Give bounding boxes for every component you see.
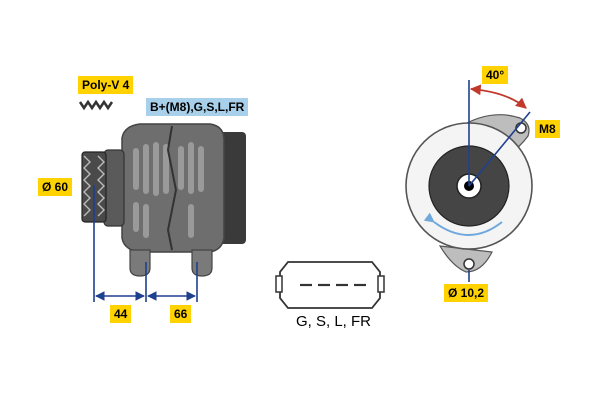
dimension-label-44: 44 [110,305,132,323]
connector-pin-label: G, S, L, FR [296,313,372,330]
angle-arc [469,84,527,109]
mount-foot-front [129,249,151,277]
alternator-side-view [81,123,246,277]
side-dimensions [93,185,198,302]
connector-plug [275,261,385,309]
rear-cover [218,132,246,244]
angle-indicator [468,80,531,187]
clockwise-rotation-arrow-icon [423,212,503,236]
angle-label: 40° [482,66,509,84]
mount-foot-rear [191,249,213,277]
pulley-diameter-label: Ø 60 [38,178,73,196]
pulley-type-label: Poly-V 4 [78,76,134,94]
hole-diameter-label: Ø 10,2 [444,284,489,302]
cooling-slots [133,142,204,238]
angle-reference-line [468,111,531,187]
mount-ear-bottom [438,245,493,273]
terminals-label: B+(M8),G,S,L,FR [146,98,249,116]
mount-thread-label: M8 [535,120,560,138]
bottom-mount-hole [463,258,475,270]
dimension-label-66: 66 [170,305,192,323]
poly-v-belt-icon [78,99,114,111]
